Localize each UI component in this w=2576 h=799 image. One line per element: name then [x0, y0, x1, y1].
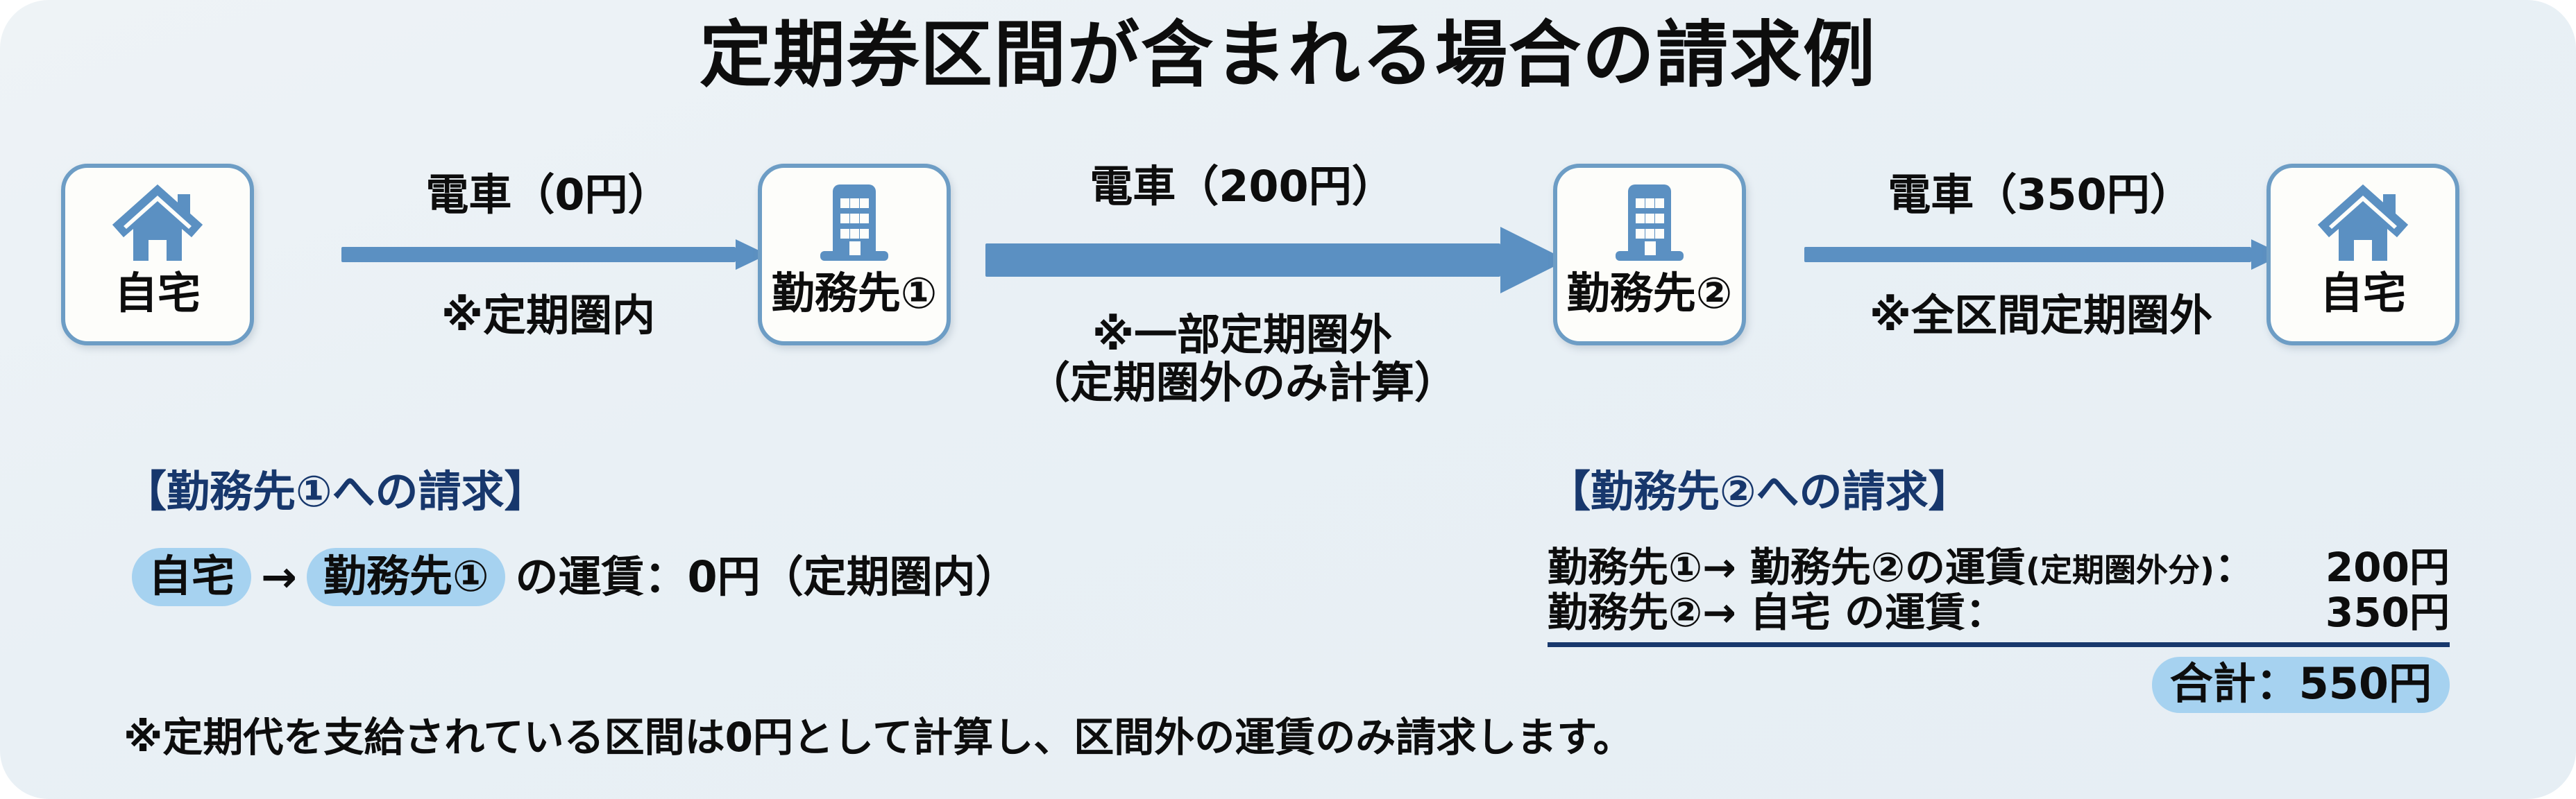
edge-3-note-1: ※全区間定期圏外: [1869, 290, 2213, 341]
arrow-shaft: [1804, 247, 2251, 262]
edge-1-top-label: 電車（0円）: [425, 169, 671, 220]
house-icon: [2311, 179, 2415, 268]
node-work-2: 勤務先②: [1553, 164, 1746, 345]
billing-row-amount: 350円: [2325, 588, 2450, 636]
billing-row-amount: 200円: [2325, 544, 2450, 591]
page-title: 定期券区間が含まれる場合の請求例: [699, 12, 1876, 97]
edge-1-bottom-label: ※定期圏内: [305, 290, 791, 341]
billing-left-arrow-glyph: →: [261, 551, 297, 602]
billing-row-desc-text: 勤務先②→ 自宅 の運賃: [1548, 588, 1966, 636]
arrow-shaft: [341, 247, 736, 262]
node-label: 勤務先②: [1566, 268, 1733, 318]
edge-2-note-1: ※一部定期圏外: [1092, 309, 1393, 360]
billing-row-desc: 勤務先②→ 自宅 の運賃：: [1548, 590, 2006, 635]
edge-arrow-2: [985, 227, 1567, 293]
edge-2-bottom-label: ※一部定期圏外 （定期圏外のみ計算）: [930, 311, 1554, 407]
node-work-1: 勤務先①: [758, 164, 951, 345]
node-label: 勤務先①: [771, 268, 938, 318]
edge-1-note-1: ※定期圏内: [441, 290, 656, 341]
office-building-icon: [1598, 179, 1702, 268]
edge-3-top-label: 電車（350円）: [1888, 169, 2193, 220]
billing-left-rest: の運賃：0円（定期圏内）: [515, 551, 1019, 602]
billing-left-line: 自宅 → 勤務先① の運賃：0円（定期圏内）: [132, 548, 1028, 606]
billing-left-from-pill: 自宅: [132, 548, 252, 606]
billing-left-heading: 【勤務先①への請求】: [124, 466, 548, 517]
billing-row: 勤務先①→ 勤務先②の運賃(定期圏外分)： 200円: [1548, 545, 2450, 590]
arrow-shaft: [985, 243, 1500, 277]
billing-row-note: (定期圏外分): [2026, 551, 2215, 589]
edge-2-top-label: 電車（200円）: [1090, 161, 1395, 212]
billing-row: 勤務先②→ 自宅 の運賃： 350円: [1548, 590, 2450, 635]
billing-total-row: 合計：550円: [1548, 656, 2450, 713]
billing-total-label: 合計：550円: [2151, 656, 2450, 713]
billing-right-rows: 勤務先①→ 勤務先②の運賃(定期圏外分)： 200円 勤務先②→ 自宅 の運賃：…: [1548, 545, 2450, 713]
house-icon: [105, 179, 210, 268]
node-label: 自宅: [2319, 268, 2406, 318]
billing-right-heading: 【勤務先②への請求】: [1548, 466, 1972, 517]
node-label: 自宅: [114, 268, 201, 318]
edge-arrow-3: [1804, 239, 2283, 270]
billing-row-colon: ：: [2214, 544, 2255, 591]
billing-total-divider: [1548, 642, 2450, 647]
edge-arrow-1: [341, 239, 768, 270]
billing-row-desc-text: 勤務先①→ 勤務先②の運賃: [1548, 544, 2026, 591]
node-home-1: 自宅: [61, 164, 254, 345]
office-building-icon: [802, 179, 906, 268]
footnote: ※定期代を支給されている区間は0円として計算し、区間外の運賃のみ請求します。: [124, 714, 1634, 761]
billing-row-desc: 勤務先①→ 勤務先②の運賃(定期圏外分)：: [1548, 545, 2255, 590]
node-home-2: 自宅: [2266, 164, 2459, 345]
edge-3-bottom-label: ※全区間定期圏外: [1767, 290, 2315, 341]
billing-left-to-pill: 勤務先①: [306, 548, 506, 606]
billing-row-colon: ：: [1965, 588, 2006, 636]
edge-2-note-2: （定期圏外のみ計算）: [1026, 357, 1457, 409]
